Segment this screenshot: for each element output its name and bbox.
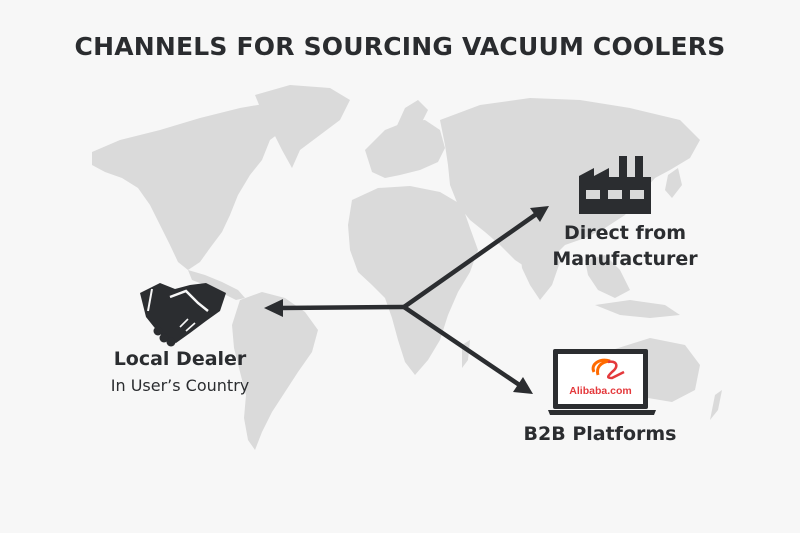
map-indonesia [595,300,680,318]
map-asia [440,98,700,270]
map-north-america [92,102,300,270]
alibaba-logo-label: Alibaba.com [569,385,632,397]
map-scandinavia [395,100,428,135]
manufacturer-label-line1: Direct from [564,222,686,244]
map-japan [665,168,682,198]
map-greenland [255,85,350,168]
map-new-zealand [710,390,722,420]
map-europe [365,120,445,178]
laptop-icon [548,349,656,415]
map-south-america [232,292,318,450]
arrowhead-upper-right [530,206,549,222]
arrowhead-lower-right [513,377,533,394]
b2b-label: B2B Platforms [523,423,677,445]
page-title: CHANNELS FOR SOURCING VACUUM COOLERS [74,32,726,61]
factory-icon [579,156,651,214]
handshake-icon [140,283,226,347]
arrowhead-left [264,299,283,317]
arrow-to-local-dealer [277,304,407,311]
alibaba-logo-icon [591,358,625,380]
map-southeast-asia [585,255,630,298]
alibaba-logo-text: Alibaba.com [558,385,643,397]
local-dealer-sublabel: In User’s Country [110,376,250,395]
arrow-to-manufacturer [401,212,538,310]
local-dealer-label: Local Dealer [113,348,247,370]
manufacturer-label-line2: Manufacturer [552,248,698,270]
arrow-to-b2b [401,304,521,387]
map-central-america [188,270,245,300]
map-madagascar [462,340,470,368]
map-africa [348,186,478,375]
map-india [520,245,560,300]
